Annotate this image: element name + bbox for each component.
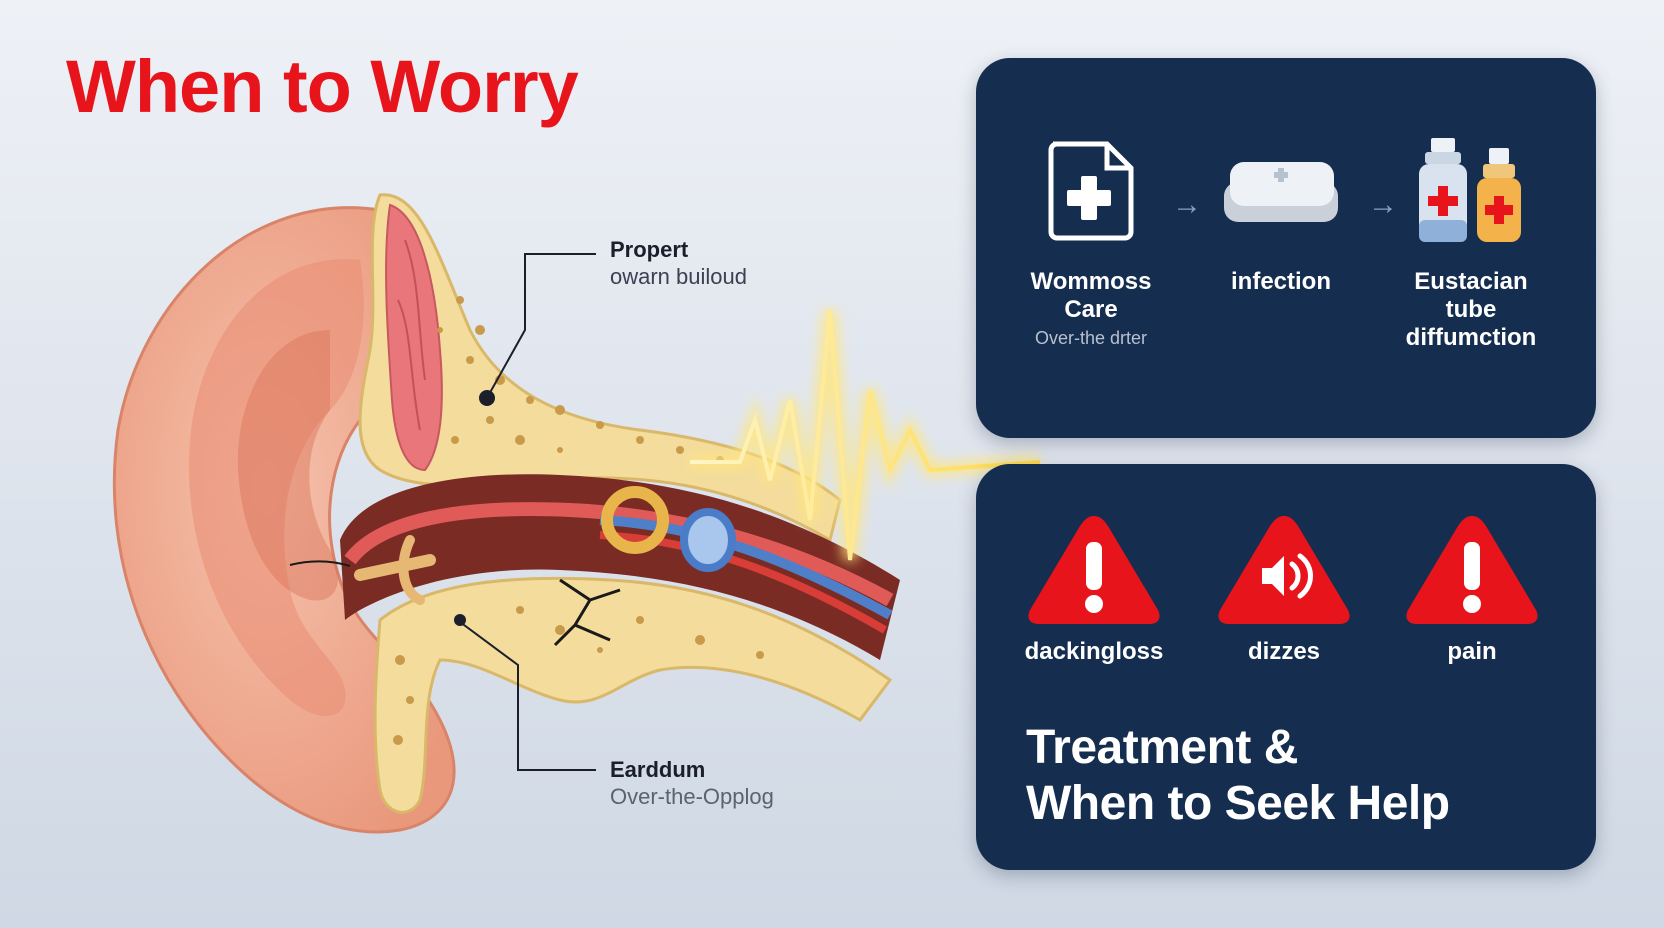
sound-warning-icon [1218, 516, 1350, 624]
warning-card-2: dizzes [1194, 510, 1374, 666]
step-3-label-line1: Eustacian [1414, 268, 1528, 295]
step-card-1: Wommoss Care Over-the drter [996, 138, 1186, 349]
callout-bottom-subtitle: Over-the-Opplog [610, 784, 774, 809]
ossicles [289, 486, 736, 605]
callout-top-subtitle: owarn builoud [610, 264, 747, 289]
heading-line1: Treatment & [1026, 721, 1298, 774]
callout-bottom-title: Earddum [610, 757, 706, 782]
arrow-right-icon: → [1172, 188, 1202, 221]
step-3-label-line3: diffumction [1405, 324, 1537, 351]
ear-canal [340, 474, 900, 660]
first-aid-kit-icon [1224, 162, 1338, 222]
step-1-sublabel: Over-the drter [1034, 328, 1148, 348]
step-1-label: Wommoss Care [996, 268, 1186, 324]
sound-wave-signal [690, 309, 1041, 561]
warning-3-label: pain [1447, 638, 1497, 665]
warning-card-3: pain [1382, 510, 1562, 666]
step-1-label-line2: Care [1064, 296, 1118, 323]
step-1-label-line1: Wommoss [1030, 268, 1152, 295]
callout-leaders [454, 253, 596, 771]
callout-top: Propert owarn builoud [610, 236, 747, 290]
upper-bone-tissue [358, 193, 842, 543]
callout-bottom: Earddum Over-the-Opplog [610, 756, 774, 810]
warning-2-label: dizzes [1247, 638, 1321, 665]
lower-bone-tissue [373, 576, 893, 814]
exclamation-warning-icon [1028, 516, 1160, 624]
page-title: When to Worry [66, 45, 579, 128]
step-2-label: infection [1231, 268, 1331, 295]
step-card-3: Eustacian tube diffumction [1376, 138, 1566, 352]
warnings-panel: dackingloss dizzes pain Treatment & When… [976, 464, 1596, 870]
bone-pores-lower [393, 606, 764, 745]
causes-panel: Wommoss Care Over-the drter → infection … [976, 58, 1596, 438]
heading-line2: When to Seek Help [1026, 777, 1450, 830]
warning-1-label: dackingloss [1024, 638, 1164, 665]
medicine-bottles-icon [1419, 138, 1521, 242]
arrow-right-icon: → [1368, 188, 1398, 221]
medical-document-icon [1048, 141, 1134, 241]
warning-card-1: dackingloss [1004, 510, 1184, 666]
exclamation-warning-icon [1406, 516, 1538, 624]
step-3-label-line2: tube [1445, 296, 1497, 323]
callout-top-title: Propert [610, 237, 689, 262]
section-heading: Treatment & When to Seek Help [1026, 720, 1450, 832]
step-3-label: Eustacian tube diffumction [1376, 268, 1566, 352]
step-card-2: infection [1186, 138, 1376, 296]
crack-mark [553, 578, 621, 647]
